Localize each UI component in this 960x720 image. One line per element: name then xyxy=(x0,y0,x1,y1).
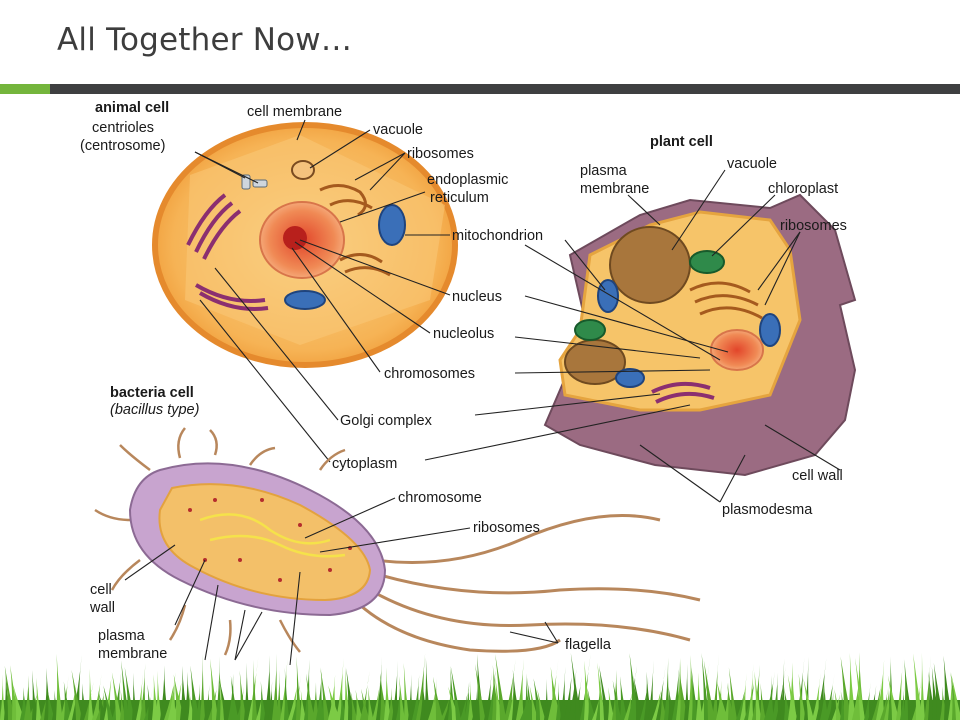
plant-er-shape xyxy=(689,281,763,320)
label-ribosomes-plant: ribosomes xyxy=(780,218,847,234)
label-chromosome-bacteria: chromosome xyxy=(398,490,482,506)
label-cell-wall-bacteria-1: cell xyxy=(90,582,112,598)
chloroplast-shape-2 xyxy=(574,319,606,341)
label-nucleolus: nucleolus xyxy=(433,326,494,342)
label-er-2: reticulum xyxy=(430,190,489,206)
bacteria-cell: bacteria cell (bacillus type) chromosome… xyxy=(89,385,701,666)
bacteria-chromosome-shape xyxy=(199,513,346,558)
label-er-1: endoplasmic xyxy=(427,172,508,188)
accent-bar xyxy=(0,84,50,94)
slide-title: All Together Now… xyxy=(57,22,353,58)
animal-cell-heading: animal cell xyxy=(95,100,169,116)
label-ribosomes-animal: ribosomes xyxy=(407,146,474,162)
mitochondrion-shape-2 xyxy=(284,290,326,310)
label-cytoplasm: cytoplasm xyxy=(332,456,397,472)
label-mitochondrion: mitochondrion xyxy=(452,228,543,244)
header-bar xyxy=(50,84,960,94)
label-chloroplast: chloroplast xyxy=(768,181,838,197)
label-flagella: flagella xyxy=(565,637,612,653)
vacuole-shape xyxy=(291,160,315,180)
label-cell-wall-plant: cell wall xyxy=(792,468,843,484)
label-centrosome: (centrosome) xyxy=(80,138,165,154)
pili-shape xyxy=(94,427,346,656)
bacteria-cell-subheading: (bacillus type) xyxy=(110,402,199,418)
plant-cell: plant cell plasma membrane vacuole chlor… xyxy=(424,134,857,518)
flagella-shape xyxy=(359,514,701,653)
label-plasma-plant-1: plasma xyxy=(580,163,628,179)
animal-leader-lines xyxy=(194,119,451,463)
label-plasma-bacteria-1: plasma xyxy=(98,628,146,644)
plant-leader-lines xyxy=(424,169,841,503)
mitochondrion-shape xyxy=(378,204,406,246)
plant-mitochondrion-shape-2 xyxy=(759,313,781,347)
er-shape xyxy=(319,184,391,277)
plant-vacuole-shape xyxy=(609,226,691,304)
label-vacuole-plant: vacuole xyxy=(727,156,777,172)
animal-cell: animal cell centrioles (centrosome) cell… xyxy=(80,100,543,472)
label-cell-membrane: cell membrane xyxy=(247,104,342,120)
plant-golgi-shape xyxy=(651,381,715,404)
plant-cell-heading: plant cell xyxy=(650,134,713,150)
bacteria-cell-heading: bacteria cell xyxy=(110,385,194,401)
label-plasma-bacteria-2: membrane xyxy=(98,646,167,662)
golgi-shape xyxy=(186,193,269,311)
bacteria-ribosomes-shape xyxy=(188,498,352,582)
label-plasma-plant-2: membrane xyxy=(580,181,649,197)
nucleolus-shape xyxy=(283,226,307,250)
label-vacuole-animal: vacuole xyxy=(373,122,423,138)
label-ribosomes-bacteria: ribosomes xyxy=(473,520,540,536)
label-golgi: Golgi complex xyxy=(340,413,433,429)
label-nucleus: nucleus xyxy=(452,289,502,305)
grass-border xyxy=(0,652,960,720)
label-chromosomes: chromosomes xyxy=(384,366,475,382)
bacteria-cutaway xyxy=(158,483,372,602)
label-centrioles: centrioles xyxy=(92,120,154,136)
bacteria-leader-lines xyxy=(124,497,559,666)
chloroplast-shape xyxy=(689,250,725,274)
plant-mitochondrion-shape-3 xyxy=(615,368,645,388)
label-plasmodesma: plasmodesma xyxy=(722,502,813,518)
plant-nucleus-shape xyxy=(710,329,764,371)
label-cell-wall-bacteria-2: wall xyxy=(89,600,115,616)
